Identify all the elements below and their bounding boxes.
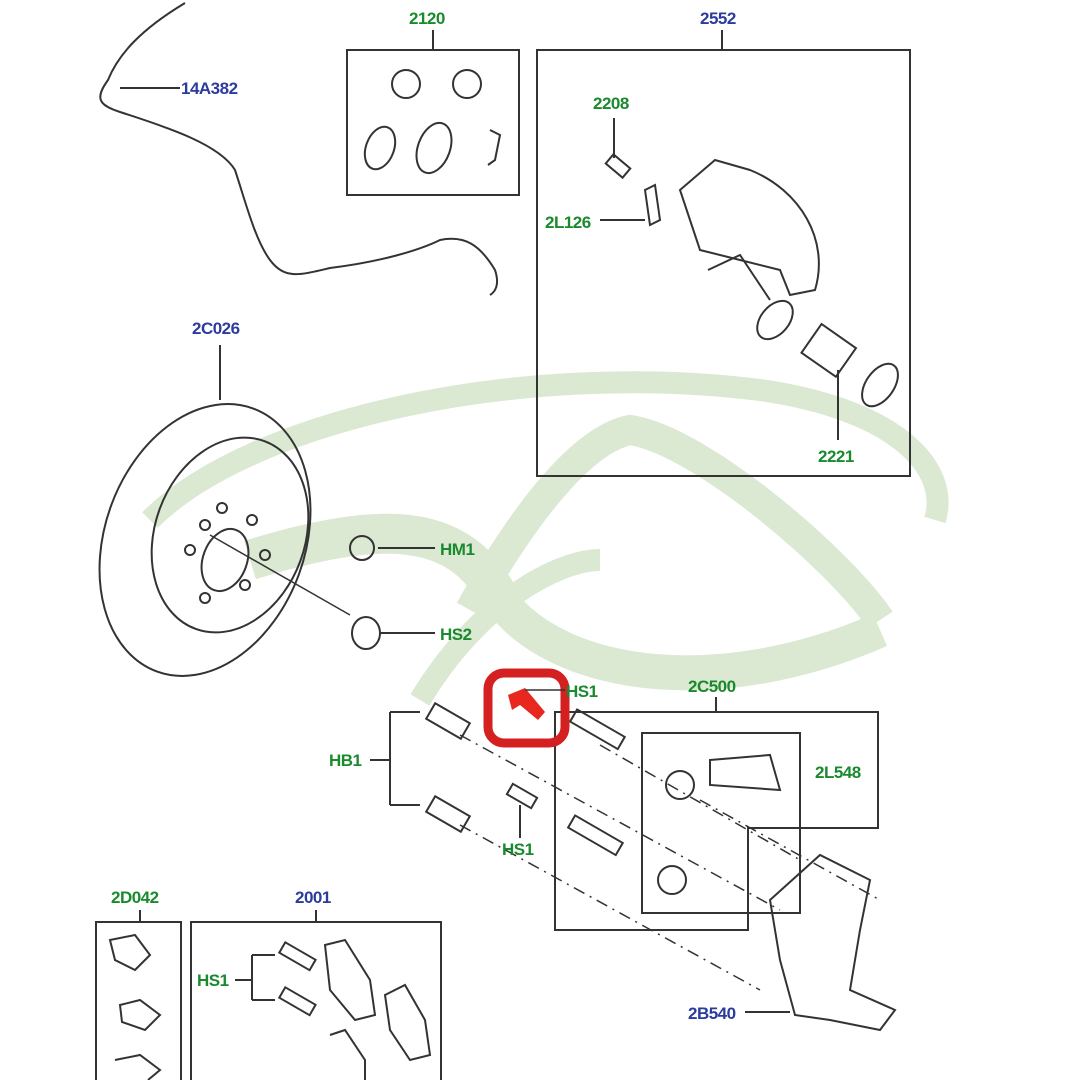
label-2001[interactable]: 2001 bbox=[295, 888, 331, 907]
label-HS1-highlighted[interactable]: HS1 bbox=[566, 682, 598, 701]
label-2552[interactable]: 2552 bbox=[700, 9, 736, 28]
box-2L548 bbox=[641, 732, 801, 914]
label-HS1[interactable]: HS1 bbox=[502, 840, 534, 859]
box-2552 bbox=[536, 49, 911, 477]
label-2120[interactable]: 2120 bbox=[409, 9, 445, 28]
watermark-logo bbox=[142, 371, 949, 706]
label-HS2[interactable]: HS2 bbox=[440, 625, 472, 644]
red-arrow-icon bbox=[508, 688, 545, 720]
label-HB1[interactable]: HB1 bbox=[329, 751, 362, 770]
brake-disc bbox=[98, 403, 312, 677]
label-2L126[interactable]: 2L126 bbox=[545, 213, 591, 232]
brake-hose bbox=[99, 2, 499, 296]
label-14A382[interactable]: 14A382 bbox=[181, 79, 238, 98]
box-2001 bbox=[190, 921, 442, 1080]
label-HS1-pads[interactable]: HS1 bbox=[197, 971, 229, 990]
label-2C500[interactable]: 2C500 bbox=[688, 677, 736, 696]
label-2B540[interactable]: 2B540 bbox=[688, 1004, 736, 1023]
line-art bbox=[95, 2, 911, 1080]
highlight-marker bbox=[483, 668, 570, 748]
caliper-carrier bbox=[768, 853, 897, 1032]
label-2C026[interactable]: 2C026 bbox=[192, 319, 240, 338]
label-2208[interactable]: 2208 bbox=[593, 94, 629, 113]
label-2L548[interactable]: 2L548 bbox=[815, 763, 861, 782]
label-HM1[interactable]: HM1 bbox=[440, 540, 475, 559]
label-2D042[interactable]: 2D042 bbox=[111, 888, 159, 907]
label-2221[interactable]: 2221 bbox=[818, 447, 854, 466]
box-2D042 bbox=[95, 921, 182, 1080]
